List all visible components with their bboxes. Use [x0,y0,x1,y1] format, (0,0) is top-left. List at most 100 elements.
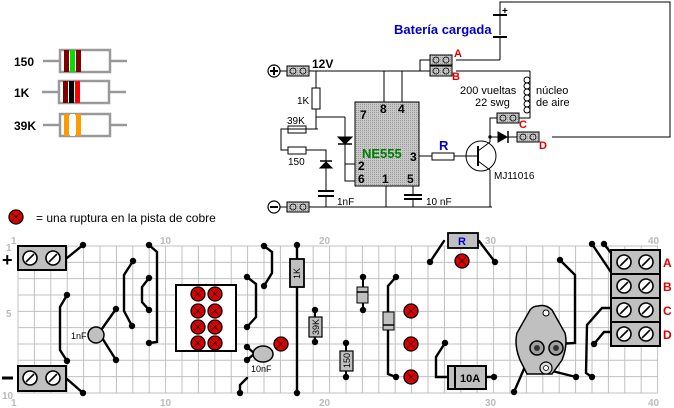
ic-pin: 4 [398,102,405,116]
battery-label: Batería cargada [394,22,492,37]
solder-point [491,258,499,266]
solder-point [588,373,596,381]
board-r-label: R [458,236,466,248]
solder-point [63,357,71,365]
ic-pin: 7 [360,108,367,122]
core-text-1: núcleo [536,85,568,97]
r1-label: 1K [297,96,310,107]
board-r1k-label: 1K [292,268,302,279]
terminal-d [516,131,540,143]
solder-point [236,389,244,397]
col-label: 30 [485,236,497,247]
capacitor-10nf [252,345,274,363]
solder-point [556,256,564,264]
plus-symbol-icon [267,64,281,78]
board-fuse-label: 10A [460,373,480,385]
solder-point [572,373,580,381]
terminal-b [429,65,453,77]
solder-point [293,389,301,397]
col-label: 20 [319,236,331,247]
solder-point [112,356,120,364]
col-label: 10 [160,398,172,408]
break-legend-text: = una ruptura en la pista de cobre [36,211,216,225]
minus-symbol-icon [267,200,281,214]
solder-point [600,240,608,248]
solder-point [243,343,251,351]
board-resistor-39k: 39K [308,310,323,342]
resistor-label: 1K [14,86,30,100]
solder-point [145,339,153,347]
solder-point [79,241,87,249]
r3-label: 150 [288,157,305,168]
board-r39k-label: 39K [311,319,321,335]
solder-point [129,257,137,265]
board-terminal-b: B [663,280,672,294]
ic-socket [175,284,237,352]
board-diode-2 [382,311,395,331]
solder-point [145,241,153,249]
terminal-plus [286,65,310,77]
wire-links [58,239,621,395]
col-label: 40 [648,398,660,408]
ic-pin: 2 [358,159,365,173]
solder-point [145,306,153,314]
c1-label: 1nF [337,197,354,208]
board-diode-1 [356,277,369,310]
col-label: 30 [485,398,497,408]
solder-point [392,273,400,281]
solder-point [260,282,268,290]
solder-point [426,258,434,266]
resistor-1k: 1K [14,79,126,105]
row-label: 5 [6,309,12,320]
solder-point [510,388,518,396]
board-c1-label: 1nF [71,331,87,341]
board-resistor-150: 150 [339,343,354,377]
terminal-block-minus [17,365,67,392]
solder-point [490,373,498,381]
board-terminal-d: D [663,328,672,342]
terminal-label-c: C [519,119,527,131]
col-label: 20 [319,398,331,408]
core-text-2: de aire [536,97,570,109]
solder-point [63,291,71,299]
board-resistor-r: R [447,232,479,249]
transistor-label: MJ11016 [494,171,535,182]
resistor-150: 150 [14,48,127,74]
capacitor-1nf [87,326,105,344]
c2-label: 10 nF [426,197,452,208]
solder-point [128,322,136,330]
solder-point [79,389,87,397]
resistor-legend: 150 1K 39K [14,48,127,138]
ic-pin: 5 [407,172,414,186]
solder-point [112,305,120,313]
solder-point [392,373,400,381]
coil-icon [523,76,531,114]
board-transistor-to3 [515,304,567,375]
board-terminal-c: C [663,304,672,318]
ic-pin: 1 [382,172,389,186]
board-fuse-10a: 10A [447,365,487,390]
solder-point [590,340,598,348]
solder-point [243,273,251,281]
board-r150-label: 150 [342,353,352,368]
row-label: 1 [6,243,12,254]
solder-point [588,240,596,248]
terminal-block-plus [17,245,67,271]
board-plus-sign: + [2,250,13,270]
terminal-label-b: B [452,71,460,83]
ic-pin: 6 [358,172,365,186]
terminal-label-a: A [454,48,462,60]
solder-point [293,241,301,249]
board-terminal-a: A [663,256,672,270]
col-label: 1 [11,398,17,408]
resistor-label: 39K [14,119,36,133]
solder-point [243,323,251,331]
ic-pin: 8 [380,102,387,116]
terminal-label-d: D [539,140,547,152]
ic-ne555 [354,101,420,187]
r-label: R [439,138,449,153]
supply-voltage: 12V [312,57,333,71]
battery-plus: + [502,6,508,17]
col-label: 10 [160,236,172,247]
r2-label: 39K [287,116,305,127]
